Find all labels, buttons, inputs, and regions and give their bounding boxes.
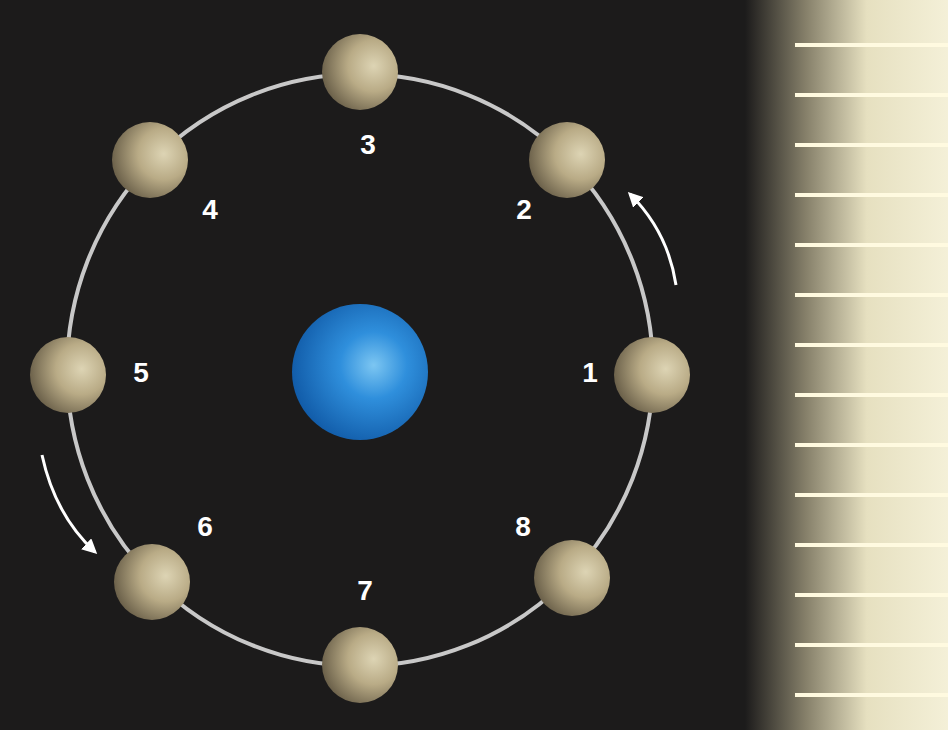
- callout-number: 2: [516, 196, 532, 224]
- callout-number: 1: [582, 359, 598, 387]
- earth: [292, 304, 428, 440]
- moon: [114, 544, 190, 620]
- direction-arrow: [42, 455, 95, 552]
- moon: [614, 337, 690, 413]
- callout-number: 5: [133, 359, 149, 387]
- sunlight-panel: [745, 0, 948, 730]
- callout-number: 6: [197, 513, 213, 541]
- callout-number: 8: [515, 513, 531, 541]
- sun-rays: [795, 45, 948, 695]
- callout-number: 4: [202, 196, 218, 224]
- moon: [534, 540, 610, 616]
- direction-arrow: [630, 194, 676, 285]
- moon: [30, 337, 106, 413]
- moon: [112, 122, 188, 198]
- moon: [529, 122, 605, 198]
- moons: [30, 34, 690, 703]
- callout-number: 7: [357, 577, 373, 605]
- moon: [322, 627, 398, 703]
- callout-number: 3: [360, 131, 376, 159]
- moon: [322, 34, 398, 110]
- orbit-path: [67, 74, 653, 666]
